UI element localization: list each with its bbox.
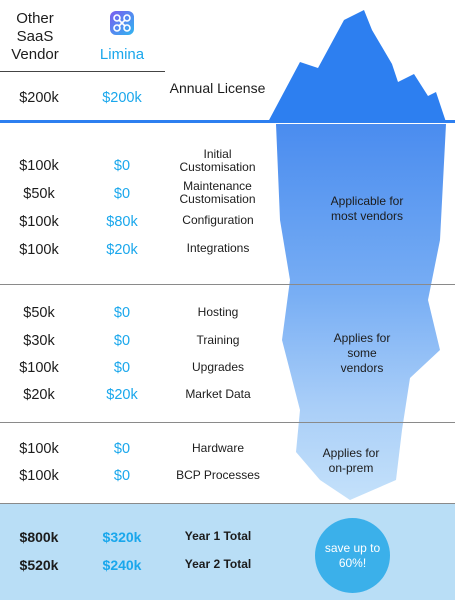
s1-r1-label: Initial Customisation [179,147,256,174]
s2-r1-other: $50k [23,305,55,321]
iceberg-body [276,124,446,500]
total2-other: $520k [19,557,59,573]
total1-label: Year 1 Total [184,529,252,543]
s1-note: Applicable for most vendors [330,194,404,223]
license-other-value: $200k [19,90,59,106]
s1-r3-other: $100k [19,214,59,230]
s2-r4-limina: $20k [106,387,138,403]
total1-other: $800k [19,529,59,545]
s1-r1-other: $100k [19,158,59,174]
divider-1 [0,284,455,285]
s1-r1-limina: $0 [113,158,131,174]
divider-3 [0,503,455,504]
other-vendor-header: Other SaaS Vendor [11,10,59,63]
s3-r1-label: Hardware [191,441,245,455]
s3-note: Applies for on-prem [322,446,380,475]
s2-note: Applies for some vendors [333,331,391,375]
save-badge-text: save up to 60%! [324,540,381,570]
s2-r2-label: Training [196,333,240,347]
s2-r4-label: Market Data [185,387,251,401]
s2-r1-label: Hosting [197,305,239,319]
s3-r2-other: $100k [19,468,59,484]
header-divider [0,71,165,72]
s3-r2-label: BCP Processes [176,468,260,482]
s3-r2-limina: $0 [113,468,131,484]
s2-r3-other: $100k [19,360,59,376]
s2-r1-limina: $0 [113,305,131,321]
s2-r3-limina: $0 [113,360,131,376]
license-label: Annual License [169,80,266,96]
license-limina-value: $200k [102,90,142,106]
waterline [0,120,455,123]
s3-r1-limina: $0 [113,441,131,457]
s1-r4-limina: $20k [106,242,138,258]
s2-r2-limina: $0 [113,333,131,349]
s1-r2-label: Maintenance Customisation [179,179,256,206]
total1-limina: $320k [102,529,142,545]
iceberg-tip [268,10,446,122]
s1-r4-other: $100k [19,242,59,258]
s2-r4-other: $20k [23,387,55,403]
s1-r3-limina: $80k [106,214,138,230]
divider-2 [0,422,455,423]
s2-r2-other: $30k [23,333,55,349]
s1-r3-label: Configuration [182,213,254,227]
s3-r1-other: $100k [19,441,59,457]
total2-limina: $240k [102,557,142,573]
s1-r2-other: $50k [23,186,55,202]
total2-label: Year 2 Total [184,557,252,571]
limina-logo-icon [109,10,135,36]
limina-header: Limina [99,46,145,63]
s1-r4-label: Integrations [186,241,250,255]
s1-r2-limina: $0 [113,186,131,202]
s2-r3-label: Upgrades [191,360,245,374]
save-badge: save up to 60%! [315,518,390,593]
